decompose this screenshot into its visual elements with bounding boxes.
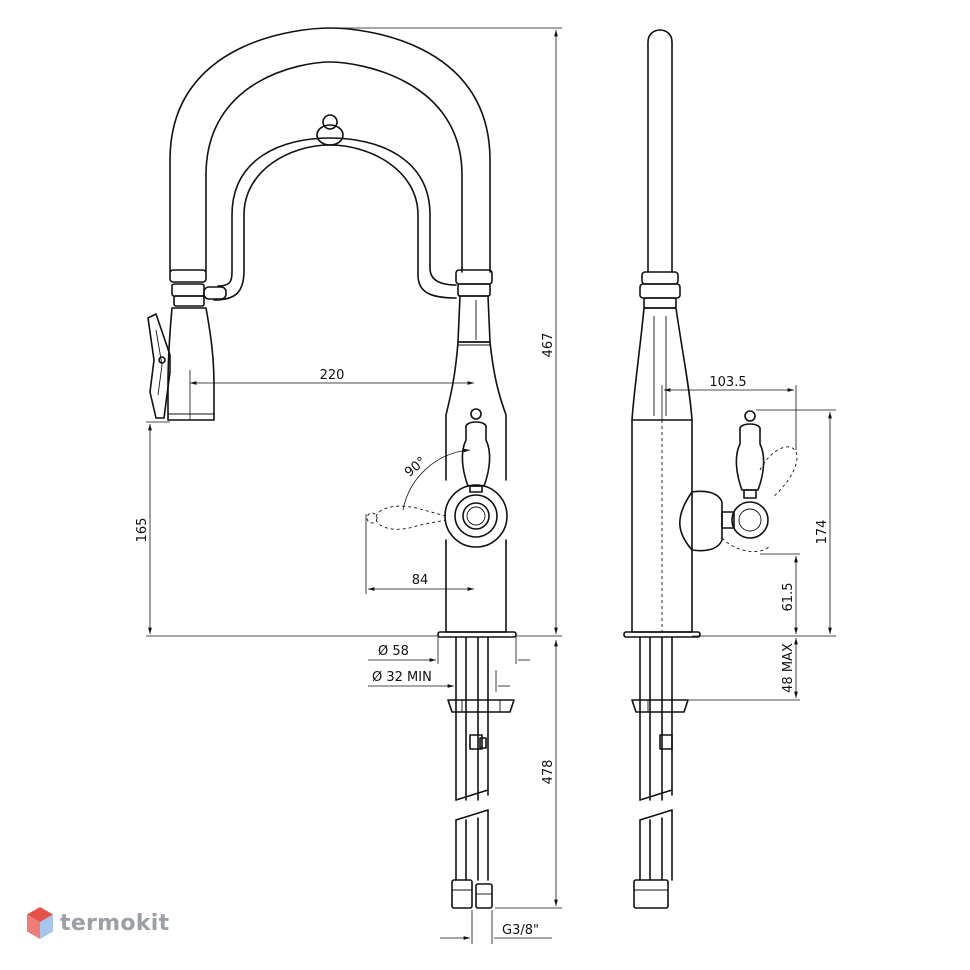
spray-side-clip (203, 286, 227, 300)
hose-weight-top (322, 114, 338, 130)
handle-rotated-dashed (375, 505, 447, 530)
dimension-lines (146, 27, 836, 944)
spray-collar-top (169, 269, 207, 283)
brand-name: termokit (60, 910, 170, 936)
spout-arch-outer (169, 27, 491, 273)
front-view (147, 27, 517, 909)
dim-handle-center: 61.5 (781, 583, 796, 612)
dim-hole-diameter: Ø 32 MIN (372, 670, 432, 685)
hose-fitting-right (475, 883, 493, 909)
hose-fitting-left (451, 879, 473, 909)
dim-side-offset: 103.5 (709, 375, 746, 390)
handle-knob (470, 408, 482, 420)
dim-base-diameter: Ø 58 (378, 644, 409, 659)
spray-collar-mid (171, 283, 205, 297)
dim-handle-offset: 84 (412, 573, 429, 588)
body-neck (457, 341, 507, 481)
dim-hose-length: 478 (541, 760, 556, 785)
rotation-arc (402, 448, 471, 511)
hexagon-logo-icon (27, 907, 53, 939)
side-spout (647, 29, 673, 273)
dimension-labels: 467 478 220 165 84 Ø 58 Ø 32 MIN G3/8" 9… (135, 333, 830, 938)
side-handle-boss (679, 490, 723, 552)
body-lower (445, 539, 507, 633)
hub-mid (454, 494, 498, 538)
dim-thread: G3/8" (502, 923, 539, 938)
hose-loop-inner (217, 137, 457, 287)
dim-outlet-height: 165 (135, 518, 150, 543)
handle-porcelain (461, 421, 491, 487)
brand-logo[interactable]: termokit (26, 906, 169, 940)
base-flange (437, 631, 517, 638)
dim-deck-thickness: 48 MAX (781, 643, 796, 693)
dim-spout-reach: 220 (320, 368, 345, 383)
spray-lever (147, 313, 171, 419)
body-collar-2 (457, 283, 491, 297)
spray-collar-low (173, 295, 205, 307)
spray-head-body (167, 307, 215, 421)
spout-arch-inner (205, 61, 463, 273)
body-upper (457, 295, 491, 343)
hose-weight-body (316, 124, 344, 146)
dim-rotation-angle: 90° (402, 454, 429, 480)
hub-inner (462, 502, 490, 530)
side-handle-porcelain (735, 423, 765, 491)
side-view (623, 29, 798, 909)
hose-loop-outer (213, 144, 457, 301)
dim-total-height: 467 (541, 333, 556, 358)
dim-handle-height: 174 (815, 520, 830, 545)
lock-nut (447, 699, 515, 713)
